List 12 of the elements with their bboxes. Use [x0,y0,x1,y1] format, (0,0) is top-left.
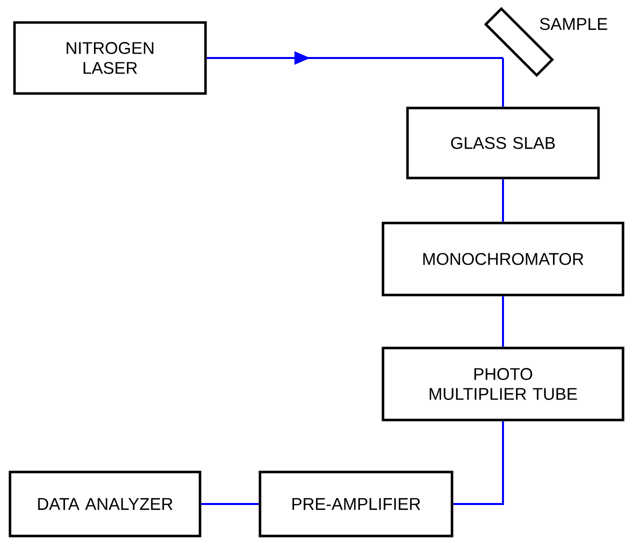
process-box: GLASS SLAB [406,106,600,180]
process-box: MONOCHROMATOR [382,222,624,296]
connector-line [502,58,504,107]
process-box: PRE-AMPLIFIER [258,470,454,538]
process-box: DATA ANALYZER [8,470,202,538]
connector-line [201,503,259,505]
connector-line [502,179,504,222]
process-box: NITROGEN LASER [13,21,207,95]
process-box: PHOTO MULTIPLIER TUBE [382,346,624,422]
sample-label: SAMPLE [540,18,608,30]
connector-line [453,421,504,505]
connector-line [502,296,504,347]
